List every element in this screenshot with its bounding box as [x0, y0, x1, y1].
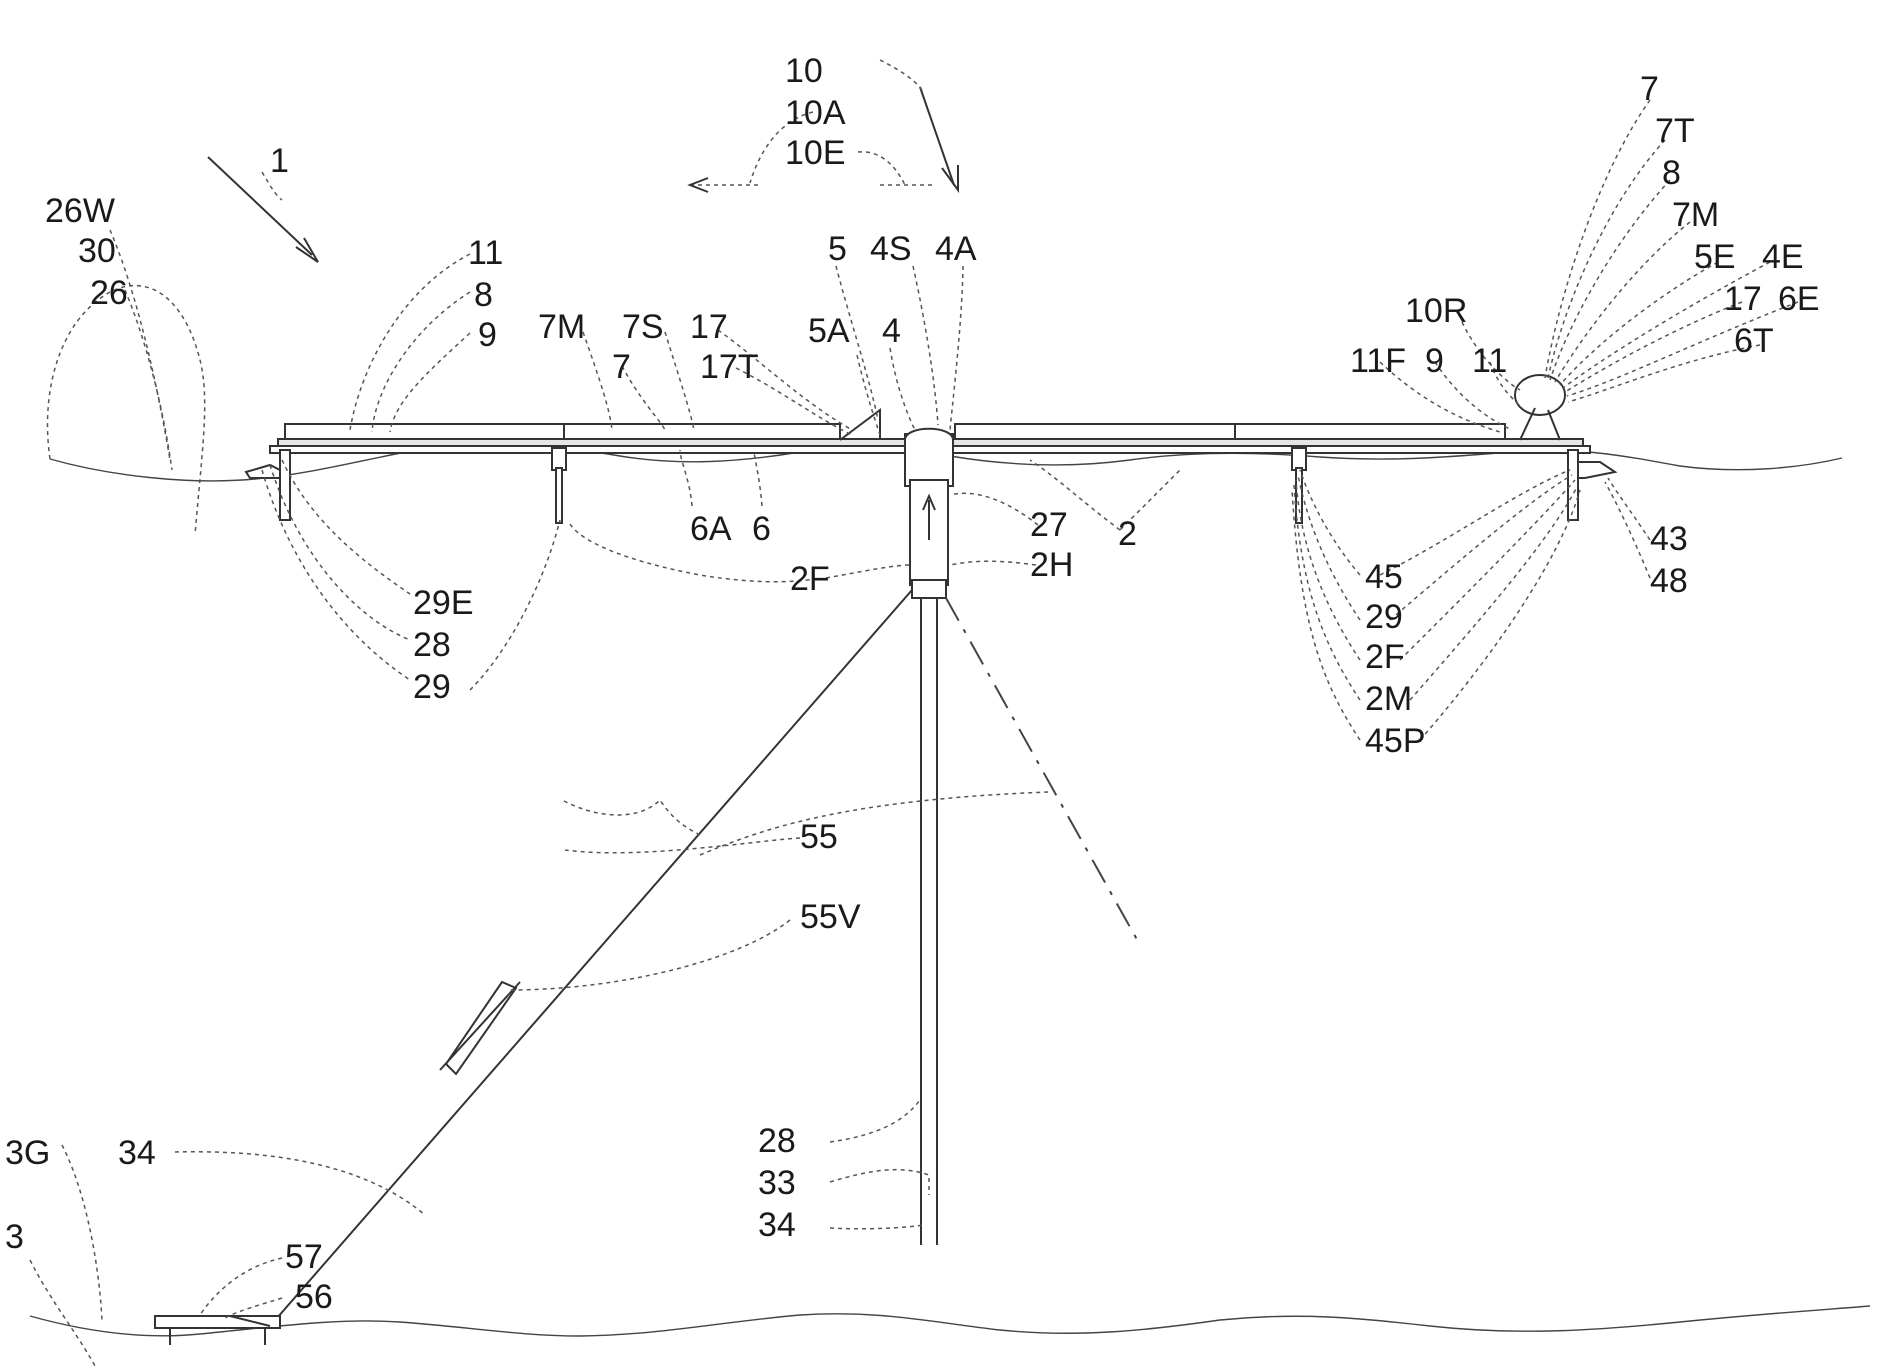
label-9-left: 9	[478, 316, 497, 354]
label-28-left: 28	[413, 626, 451, 664]
label-29-left: 29	[413, 668, 451, 706]
label-56: 56	[295, 1278, 333, 1316]
label-17t: 17T	[700, 348, 759, 386]
label-4a: 4A	[935, 230, 977, 268]
label-2: 2	[1118, 515, 1137, 553]
label-26: 26	[90, 274, 128, 312]
label-2h: 2H	[1030, 546, 1073, 584]
seabed-anchor	[155, 1316, 280, 1345]
label-6e: 6E	[1778, 280, 1820, 318]
label-17: 17	[690, 308, 728, 346]
label-34-center: 34	[758, 1206, 796, 1244]
label-27: 27	[1030, 506, 1068, 544]
label-2f-left: 2F	[790, 560, 830, 598]
label-7-left: 7	[612, 348, 631, 386]
mooring-column	[921, 598, 937, 1245]
label-11-right: 11	[1472, 342, 1507, 380]
label-10r: 10R	[1405, 292, 1467, 330]
label-29-right: 29	[1365, 598, 1403, 636]
label-7-right: 7	[1640, 70, 1659, 108]
label-9-right: 9	[1425, 342, 1444, 380]
label-45p: 45P	[1365, 722, 1426, 760]
label-43: 43	[1650, 520, 1688, 558]
label-6a: 6A	[690, 510, 732, 548]
label-57: 57	[285, 1238, 323, 1276]
label-48: 48	[1650, 562, 1688, 600]
label-5: 5	[828, 230, 847, 268]
label-2f-right: 2F	[1365, 638, 1405, 676]
label-28-center: 28	[758, 1122, 796, 1160]
label-7m-left: 7M	[538, 308, 585, 346]
label-8-right: 8	[1662, 154, 1681, 192]
label-55-upper: 55	[800, 818, 838, 856]
label-11-left: 11	[468, 234, 503, 272]
label-6: 6	[752, 510, 771, 548]
label-33: 33	[758, 1164, 796, 1202]
label-4: 4	[882, 312, 901, 350]
label-11f: 11F	[1350, 342, 1406, 380]
label-26w: 26W	[45, 192, 115, 230]
label-2m: 2M	[1365, 680, 1412, 718]
wave-profile	[48, 286, 205, 535]
label-6t: 6T	[1734, 322, 1774, 360]
label-5a: 5A	[808, 312, 850, 350]
label-8-left: 8	[474, 276, 493, 314]
label-30: 30	[78, 232, 116, 270]
label-1: 1	[270, 142, 289, 180]
center-hub	[905, 429, 953, 598]
label-10e: 10E	[785, 134, 846, 172]
reference-labels: 1 26W 30 26 11 8 9 7M 7 7S 17 17T 5A 4 5…	[5, 52, 1820, 1316]
label-17-right: 17	[1724, 280, 1762, 318]
label-34-left: 34	[118, 1134, 156, 1172]
mooring-tether	[270, 590, 1140, 1326]
label-4s: 4S	[870, 230, 912, 268]
label-29e: 29E	[413, 584, 474, 622]
label-45: 45	[1365, 558, 1403, 596]
leader-lines	[30, 60, 1798, 1366]
label-55v: 55V	[800, 898, 861, 936]
label-4e: 4E	[1762, 238, 1804, 276]
label-10a: 10A	[785, 94, 846, 132]
label-7s: 7S	[622, 308, 664, 346]
label-7t: 7T	[1655, 112, 1695, 150]
label-5e: 5E	[1694, 238, 1736, 276]
label-3g: 3G	[5, 1134, 50, 1172]
label-7m-right: 7M	[1672, 196, 1719, 234]
label-3: 3	[5, 1218, 24, 1256]
label-10: 10	[785, 52, 823, 90]
